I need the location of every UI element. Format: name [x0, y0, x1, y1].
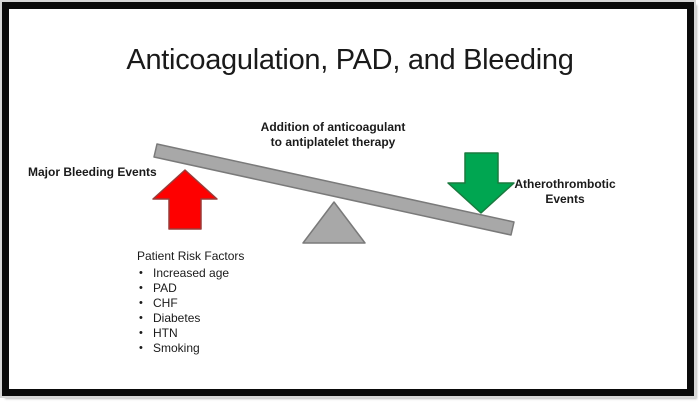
list-item: • HTN: [139, 326, 317, 341]
list-item: • CHF: [139, 296, 317, 311]
major-bleeding-events-label: Major Bleeding Events: [28, 165, 157, 179]
list-item: • Diabetes: [139, 311, 317, 326]
bullet-icon: •: [139, 342, 143, 354]
risk-factors-heading: Patient Risk Factors: [137, 249, 245, 263]
slide-title: Anticoagulation, PAD, and Bleeding: [126, 44, 574, 76]
list-item-label: Smoking: [153, 341, 200, 355]
list-item-label: PAD: [153, 281, 177, 295]
list-item-label: Diabetes: [153, 311, 201, 325]
list-item: • Increased age: [139, 266, 317, 281]
list-item-label: Increased age: [153, 266, 230, 280]
bullet-icon: •: [139, 312, 143, 324]
risk-factors-list: • Increased age • PAD • CHF • Diabetes •…: [137, 266, 317, 356]
atherothrombotic-events-label: Atherothrombotic Events: [514, 177, 616, 206]
list-item-label: HTN: [153, 326, 178, 340]
seesaw-beam: [153, 143, 515, 236]
down-arrow-icon: [447, 152, 515, 214]
fulcrum-triangle: [302, 201, 366, 244]
risk-factors-section: Patient Risk Factors • Increased age • P…: [137, 249, 317, 356]
list-item: • Smoking: [139, 341, 317, 356]
bullet-icon: •: [139, 267, 143, 279]
bullet-icon: •: [139, 297, 143, 309]
anticoagulant-addition-label: Addition of anticoagulant to antiplatele…: [260, 120, 406, 149]
bullet-icon: •: [139, 282, 143, 294]
bullet-icon: •: [139, 327, 143, 339]
list-item-label: CHF: [153, 296, 178, 310]
up-arrow-icon: [152, 169, 218, 230]
list-item: • PAD: [139, 281, 317, 296]
